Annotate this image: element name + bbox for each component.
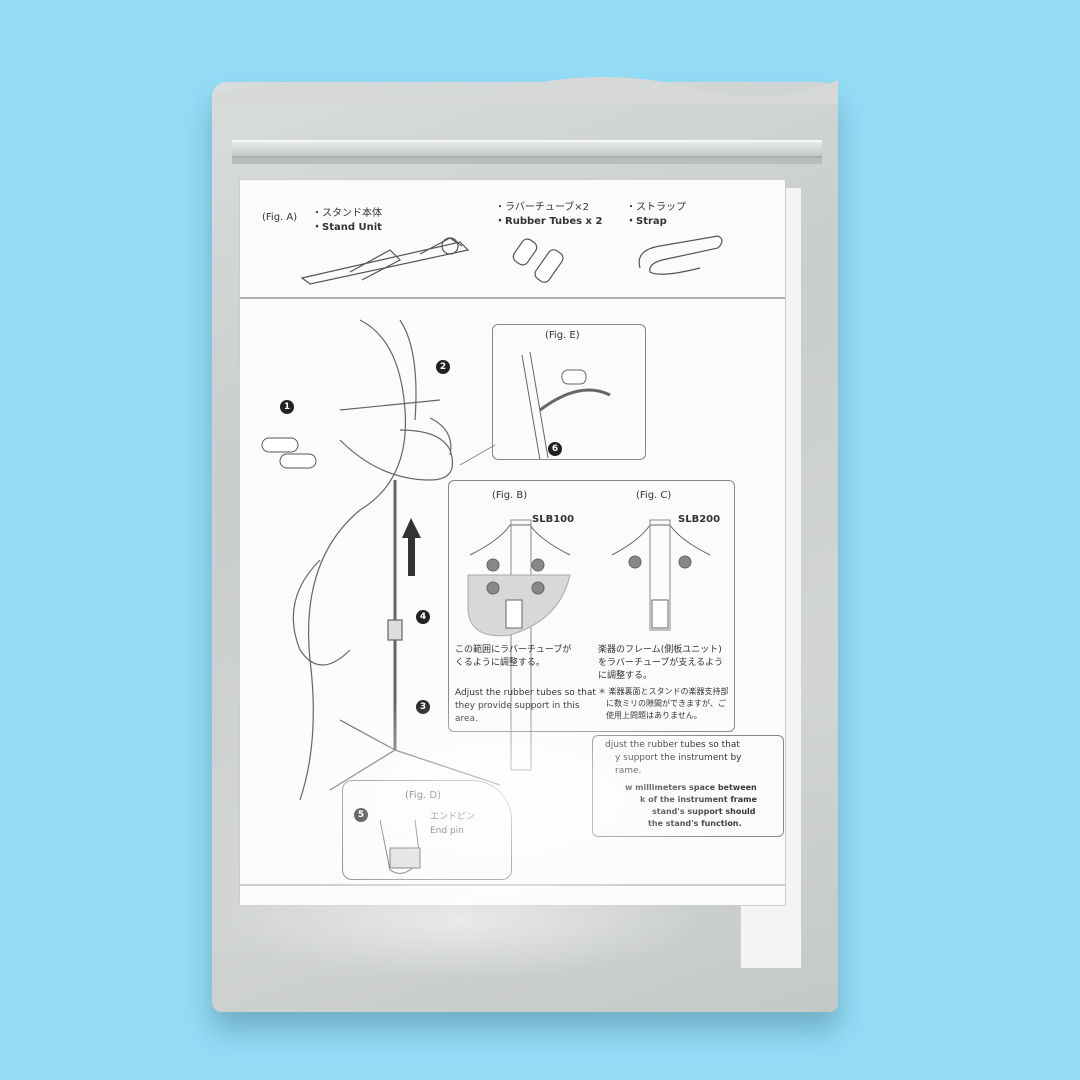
callout-2: 2	[436, 360, 450, 374]
fig-c-model: SLB200	[678, 514, 721, 525]
fig-c-label: (Fig. C)	[636, 490, 672, 501]
fig-d-label: (Fig. D)	[405, 790, 442, 801]
end-pin-en: End pin	[430, 826, 464, 836]
zip-seal	[232, 140, 822, 158]
stand-unit-en: ・Stand Unit	[312, 222, 382, 233]
fig-c-note-2: に数ミリの隙間ができますが、ご	[606, 699, 726, 708]
fig-c-note-1: ＊ 楽器裏面とスタンドの楽器支持部	[598, 687, 729, 696]
left-tubes	[261, 437, 317, 469]
fig-b-model: SLB100	[532, 514, 575, 525]
fig-c-diagram	[611, 519, 711, 631]
rubber-tubes-sketch	[512, 238, 564, 283]
callout-1: 1	[280, 400, 294, 414]
fig-b-en-3: area.	[455, 714, 478, 724]
instruction-sheet: (Fig. A) ・スタンド本体 ・Stand Unit ・ラバーチューブ×2 …	[240, 180, 785, 905]
fig-c-note-3: 使用上問題はありません。	[606, 711, 702, 720]
fig-c-jp-1: 楽器のフレーム(側板ユニット)	[598, 645, 722, 655]
fig-b-jp-1: この範囲にラバーチューブが	[455, 645, 572, 655]
fig-e-label: (Fig. E)	[545, 330, 580, 341]
fig-b-en-2: they provide support in this	[455, 701, 580, 711]
fig-c-en-box	[592, 735, 784, 837]
callout-6: 6	[548, 442, 562, 456]
callout-4: 4	[416, 610, 430, 624]
rubber-tubes-en: ・Rubber Tubes x 2	[495, 216, 603, 227]
stand-unit-jp: ・スタンド本体	[312, 208, 382, 219]
bag-top-edge	[212, 76, 838, 104]
zip-seal-lower	[232, 158, 822, 164]
strap-en: ・Strap	[626, 216, 667, 227]
fig-a-label: (Fig. A)	[262, 212, 298, 223]
callout-3: 3	[416, 700, 430, 714]
fig-e-box	[492, 324, 646, 460]
up-arrow	[402, 518, 421, 576]
fig-e-drawing	[521, 351, 611, 461]
strap-jp: ・ストラップ	[626, 202, 686, 213]
fig-b-en-1: Adjust the rubber tubes so that	[455, 688, 596, 698]
fig-b-jp-2: くるように調整する。	[455, 658, 545, 668]
end-pin-jp: エンドピン	[430, 812, 476, 822]
rubber-tubes-jp: ・ラバーチューブ×2	[495, 202, 590, 213]
fig-b-diagram	[467, 519, 571, 771]
stand-unit-sketch	[300, 237, 470, 285]
fig-b-label: (Fig. B)	[492, 490, 528, 501]
fig-c-jp-3: に調整する。	[598, 671, 653, 681]
strap-sketch	[638, 235, 723, 275]
sheet-illustrations	[240, 235, 785, 886]
fig-c-jp-2: をラバーチューブが支えるよう	[598, 658, 724, 668]
